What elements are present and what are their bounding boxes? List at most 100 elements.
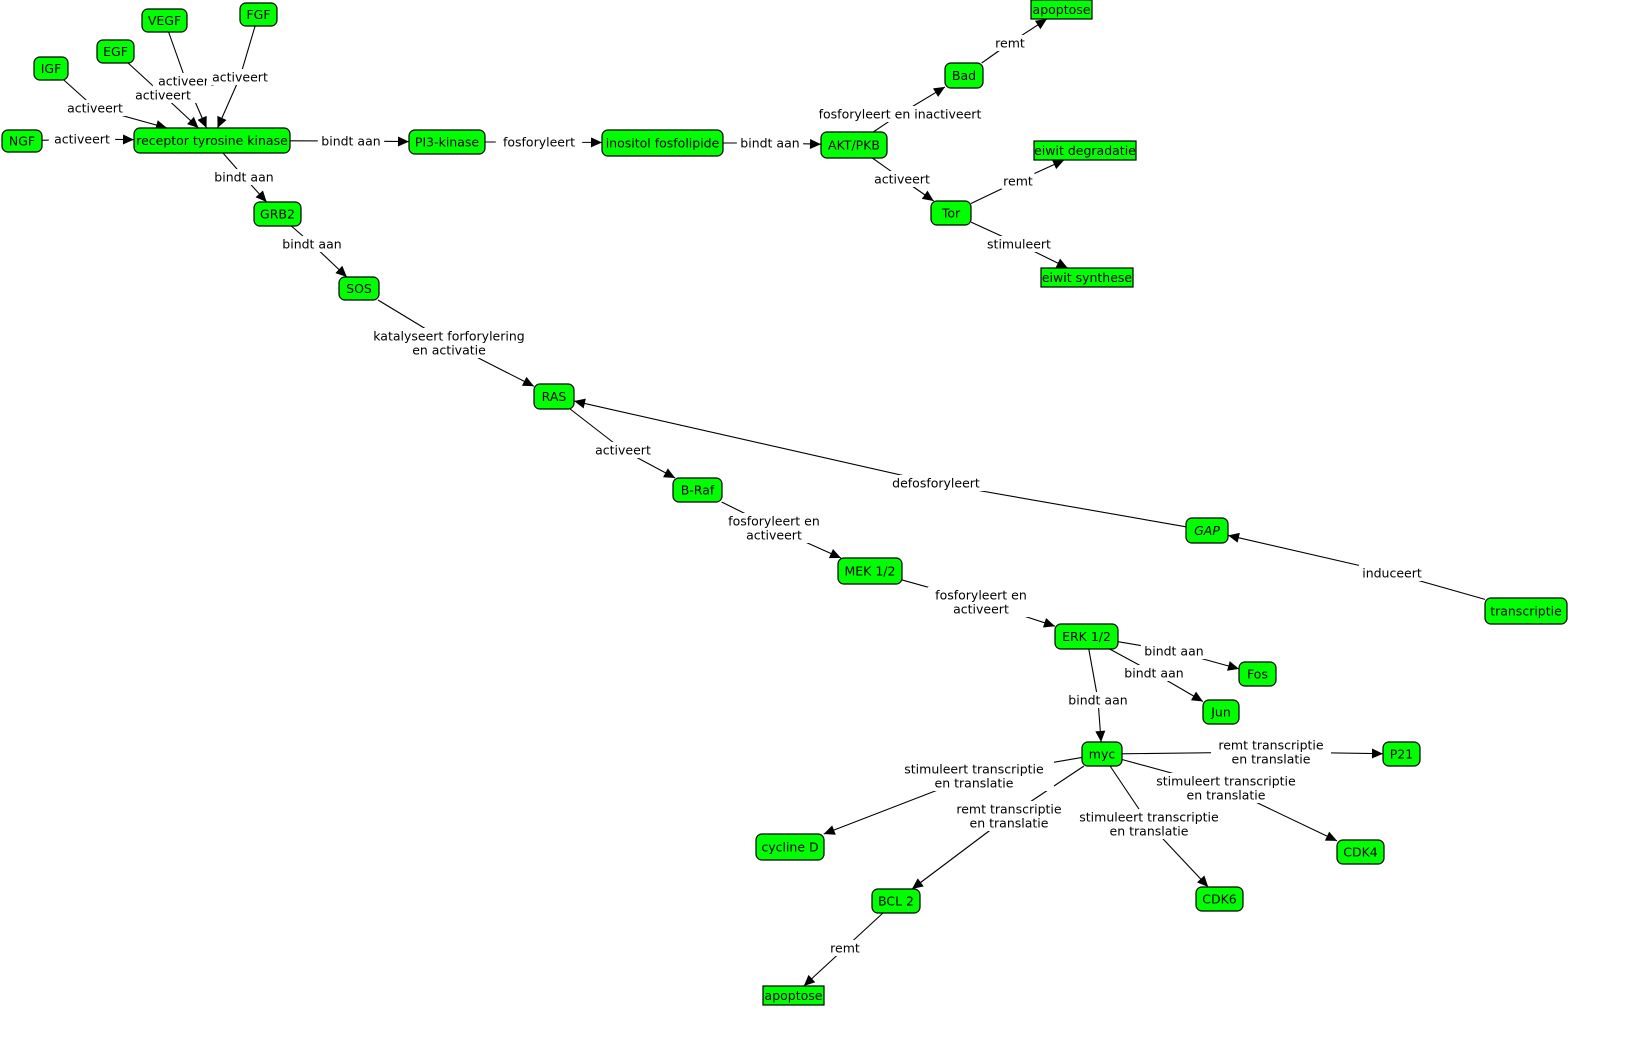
edge-label-text: bindt aan <box>1068 693 1127 708</box>
node-box <box>141 8 188 33</box>
edge-label-text: activeert <box>158 74 214 89</box>
arrowhead <box>932 86 945 97</box>
edge-gap-to-ras <box>573 398 1187 528</box>
node-box <box>755 833 825 861</box>
edge-label: fosforyleert en inactiveert <box>806 106 994 122</box>
edge-label-background <box>893 761 1055 791</box>
node-label: BCL 2 <box>878 894 914 909</box>
node-label: PI3-kinase <box>415 135 479 150</box>
node-tor[interactable]: Tor <box>930 200 972 226</box>
node-label: FGF <box>246 7 270 22</box>
edge-fgf-to-rtk <box>217 25 256 129</box>
node-rtk[interactable]: receptor tyrosine kinase <box>133 127 291 154</box>
node-apoptose2[interactable]: apoptose <box>762 985 825 1006</box>
arrowhead <box>590 137 602 148</box>
node-sos[interactable]: SOS <box>338 276 380 301</box>
node-cyclined[interactable]: cycline D <box>755 833 825 861</box>
node-egf[interactable]: EGF <box>96 39 135 64</box>
node-box <box>930 200 972 226</box>
edge-label-text: remt transcriptie <box>1218 738 1324 753</box>
edge-label-background <box>495 134 583 150</box>
node-label: Fos <box>1247 667 1268 682</box>
arrowhead <box>335 265 347 277</box>
node-myc[interactable]: myc <box>1081 741 1123 767</box>
edge-label-text: activeert <box>874 172 930 187</box>
edge-label-background <box>317 133 385 149</box>
edge-label-background <box>210 169 278 185</box>
node-box <box>1382 741 1421 767</box>
edge-label-text: activeert <box>953 602 1009 617</box>
edge-label-background <box>868 171 936 187</box>
node-jun[interactable]: Jun <box>1202 699 1240 725</box>
node-eiwitsyn[interactable]: eiwit synthese <box>1040 267 1134 288</box>
node-braf[interactable]: B-Raf <box>672 477 723 503</box>
node-erk[interactable]: ERK 1/2 <box>1054 623 1119 650</box>
edge-label: activeert <box>129 87 197 103</box>
edge-label-text: defosforyleert <box>892 476 980 491</box>
edge-label: bindt aan <box>1120 665 1188 681</box>
node-bcl2[interactable]: BCL 2 <box>871 888 921 914</box>
node-grb2[interactable]: GRB2 <box>253 201 302 227</box>
node-eiwitdeg[interactable]: eiwit degradatie <box>1033 140 1137 161</box>
node-box <box>533 383 575 410</box>
arrowhead <box>921 190 934 201</box>
node-pi3k[interactable]: PI3-kinase <box>408 129 486 155</box>
nodes-layer: NGF IGF EGF VEGF FGF receptor tyrosine kinase… <box>1 0 1568 1006</box>
arrowhead <box>911 878 924 889</box>
edge-label-text: stimuleert transcriptie <box>1156 774 1296 789</box>
node-igf[interactable]: IGF <box>33 56 69 81</box>
node-bad[interactable]: Bad <box>944 62 984 89</box>
edge-line <box>239 25 256 78</box>
node-box <box>253 201 302 227</box>
node-box <box>1 129 43 153</box>
node-label: GAP <box>1194 523 1220 538</box>
node-gap[interactable]: GAP <box>1185 517 1229 544</box>
node-fgf[interactable]: FGF <box>239 2 278 27</box>
arrowhead <box>663 468 676 478</box>
node-transcriptie[interactable]: transcriptie <box>1484 597 1568 625</box>
node-akt[interactable]: AKT/PKB <box>820 131 888 159</box>
node-box <box>820 131 888 159</box>
node-box <box>1185 517 1229 544</box>
edge-label: activeert <box>868 171 936 187</box>
node-box <box>1238 661 1277 687</box>
node-cdk4[interactable]: CDK4 <box>1336 839 1385 865</box>
node-label: Jun <box>1210 705 1231 720</box>
node-vegf[interactable]: VEGF <box>141 8 188 33</box>
node-ras[interactable]: RAS <box>533 383 575 410</box>
edge-label-text: activeert <box>595 443 651 458</box>
edge-label-text: en translatie <box>1232 752 1311 767</box>
node-label: NGF <box>9 134 35 149</box>
arrowhead <box>1190 691 1203 702</box>
edge-label-text: en translatie <box>1110 824 1189 839</box>
node-fos[interactable]: Fos <box>1238 661 1277 687</box>
node-cdk6[interactable]: CDK6 <box>1195 886 1244 912</box>
edge-label-text: remt transcriptie <box>956 802 1062 817</box>
arrowhead <box>1055 258 1068 268</box>
edge-label: bindt aan <box>736 135 804 151</box>
node-apoptose1[interactable]: apoptose <box>1030 0 1093 20</box>
node-box <box>96 39 135 64</box>
edge-label-background <box>48 131 116 147</box>
node-ngf[interactable]: NGF <box>1 129 43 153</box>
edge-label: bindt aan <box>1064 692 1132 708</box>
edge-label-background <box>720 513 828 543</box>
node-inositol[interactable]: inositol fosfolipide <box>601 129 724 157</box>
node-label: P21 <box>1390 747 1413 762</box>
edge-line <box>573 400 937 484</box>
node-box <box>239 2 278 27</box>
node-mek[interactable]: MEK 1/2 <box>837 557 903 585</box>
edge-label-text: bindt aan <box>282 237 341 252</box>
edge-label: fosforyleert <box>495 134 583 150</box>
node-label: EGF <box>103 44 128 59</box>
node-label: inositol fosfolipide <box>606 136 720 151</box>
edge-label: stimuleert <box>982 236 1056 252</box>
edge-label-text: en translatie <box>935 776 1014 791</box>
edge-label-background <box>1120 665 1188 681</box>
node-label: transcriptie <box>1490 604 1562 619</box>
edge-label-background <box>152 73 220 89</box>
node-p21[interactable]: P21 <box>1382 741 1421 767</box>
node-box <box>338 276 380 301</box>
